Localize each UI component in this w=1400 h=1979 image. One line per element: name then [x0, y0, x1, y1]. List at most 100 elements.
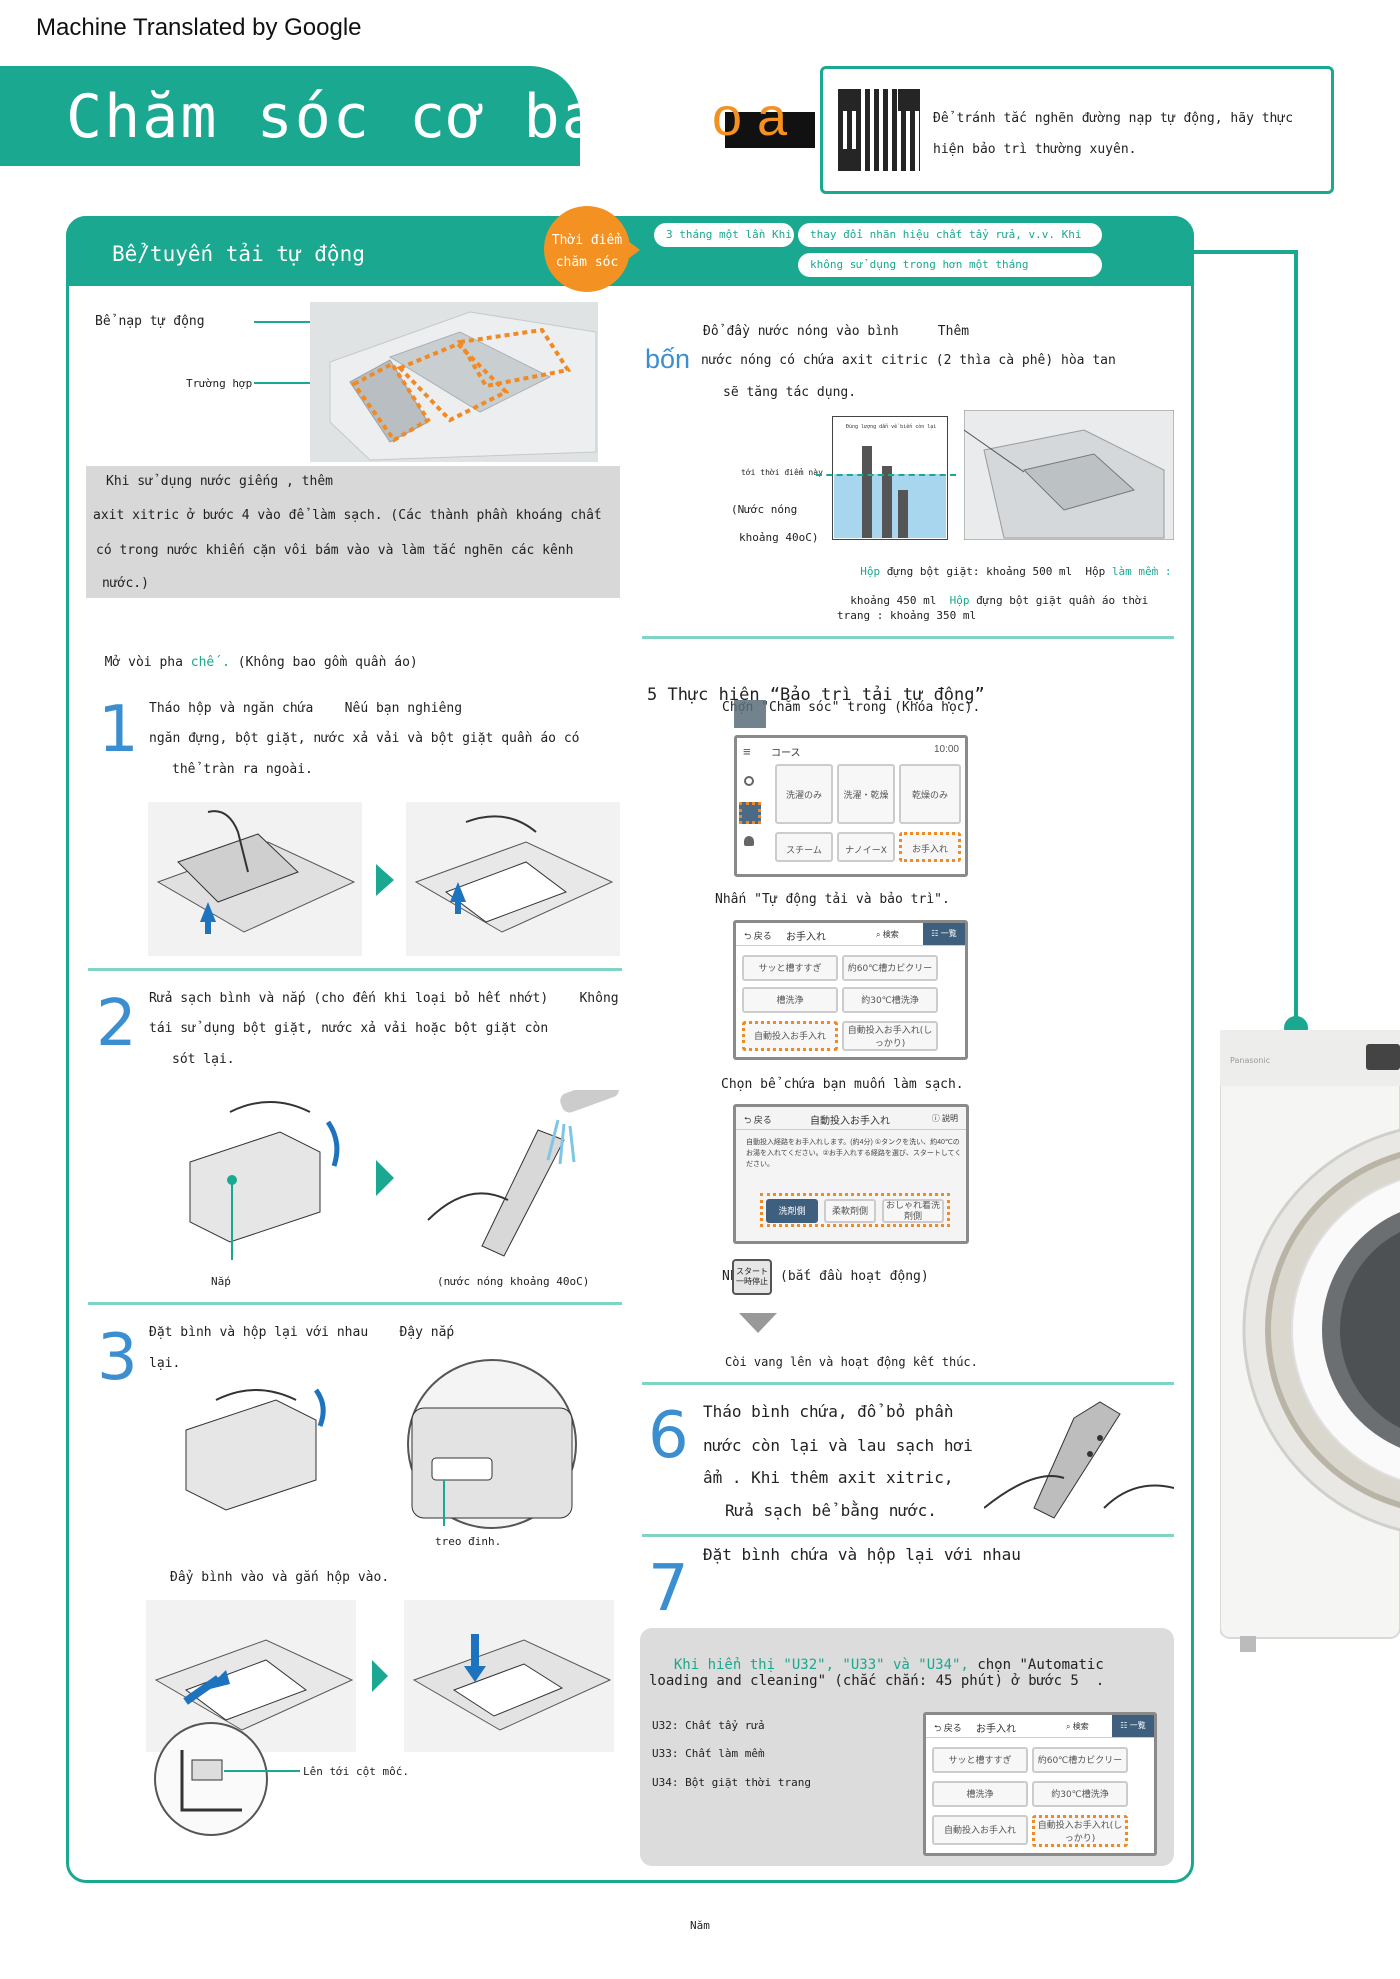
error-code-u33: U33: Chất làm mềm [652, 1747, 765, 1760]
screen4-search[interactable]: ⌕ 検索 [1066, 1722, 1089, 1731]
screen3-btn-softener[interactable]: 柔軟剤側 [824, 1199, 876, 1223]
screen4-back[interactable]: ⮌ 戻る [934, 1723, 962, 1733]
screen1-btn-care[interactable]: お手入れ [899, 832, 961, 862]
step-4-line-1: Đổ đầy nước nóng vào bình Thêm [703, 324, 970, 339]
screen1-btn-wash-dry[interactable]: 洗濯・乾燥 [837, 764, 895, 824]
tank-diagram-caption: Đúng lượng dẫn về biến còn lại [846, 424, 937, 430]
step-4-line-2: nước nóng có chứa axit citric (2 thìa cà… [701, 353, 1116, 368]
divider-step-1 [88, 968, 622, 971]
screen2-btn-mold-60[interactable]: 約60℃槽カビクリーン [842, 955, 938, 981]
screen3-help[interactable]: ⓘ 説明 [931, 1114, 958, 1123]
step-1-illustration-remove-case [148, 802, 362, 956]
screen3-back[interactable]: ⮌ 戻る [744, 1115, 772, 1125]
screen2-list-label: 一覧 [940, 929, 957, 938]
screen3-button-row [760, 1193, 950, 1227]
step-6-number: 6 [648, 1399, 689, 1473]
screen1-time: 10:00 [933, 744, 959, 755]
vol-l1-c: làm mềm : [1111, 565, 1172, 578]
step-2-line-1: Rửa sạch bình và nắp (cho đến khi loại b… [149, 991, 619, 1006]
screen2-btn-auto-care-thorough[interactable]: 自動投入お手入れ(しっかり) [842, 1021, 938, 1051]
screen2-list[interactable]: ☷ 一覧 [923, 923, 965, 945]
dispenser-tray-photo [310, 302, 598, 462]
screen1-btn-nanoe[interactable]: ナノイーX [837, 832, 895, 862]
start-note: (bắt đầu hoạt động) [780, 1269, 929, 1284]
open-tap-suffix: (Không bao gồm quần áo) [237, 655, 418, 671]
screen4-btn-tub-clean[interactable]: 槽洗浄 [932, 1781, 1028, 1807]
hot-water-label: (Nước nóng [731, 503, 798, 516]
step-1-arrow [376, 864, 394, 896]
cap-label: Nắp [211, 1275, 231, 1288]
title-band: Chăm sóc cơ bản [0, 66, 580, 166]
screen4-btn-rinse[interactable]: サッと槽すすぎ [932, 1747, 1028, 1773]
step-6-line-4: Rửa sạch bể bằng nước. [725, 1501, 937, 1520]
vol-l1-b: đựng bột giặt: khoảng 500 ml Hộp [886, 565, 1106, 578]
step-1-illustration-remove-tank [406, 802, 620, 956]
screen1-history-icon[interactable] [744, 776, 754, 786]
error-code-u34: U34: Bột giặt thời trang [652, 1776, 811, 1789]
note-box: Để tránh tắc nghẽn đường nạp tự động, hã… [820, 66, 1334, 194]
step-5-title: 5 Thực hiện “Bảo trì tải tự động” [647, 685, 985, 705]
step-2-line-3: sót lại. [172, 1052, 235, 1067]
milestone-label: Lên tới cột mốc. [303, 1765, 409, 1778]
step-7-number: 7 [648, 1552, 689, 1626]
screen1-btn-steam[interactable]: スチーム [775, 832, 833, 862]
leader-line-case [254, 382, 364, 384]
well-water-line-3: có trong nước khiến cặn vôi bám vào và l… [96, 543, 574, 558]
screen1-btn-wash-only[interactable]: 洗濯のみ [775, 764, 833, 824]
open-tap-green: chế . [190, 655, 230, 671]
well-water-line-4: nước.) [102, 576, 149, 591]
timing-pill-3: không sử dụng trong hơn một tháng [798, 253, 1102, 277]
milestone-detail-circle [152, 1720, 270, 1838]
screen1-care-icon[interactable] [739, 802, 761, 824]
title-overflow-bar [725, 112, 815, 148]
screen4-btn-auto-care-thorough[interactable]: 自動投入お手入れ(しっかり) [1032, 1815, 1128, 1847]
screen3-btn-detergent[interactable]: 洗剤側 [766, 1199, 818, 1223]
step-3-number: 3 [97, 1321, 138, 1395]
screen1-bell-icon[interactable] [744, 836, 754, 846]
divider-step-6 [642, 1534, 1174, 1537]
screen3-btn-fashion[interactable]: おしゃれ着洗剤側 [882, 1199, 944, 1223]
volumes-line-1: Hộp đựng bột giặt: khoảng 500 ml Hộp làm… [847, 552, 1172, 578]
step-3-illustration-close-cap [176, 1380, 356, 1514]
screen1-course-label: コース [771, 748, 801, 759]
fill-line [816, 474, 956, 476]
to-this-point-label: tới thời điểm này [741, 468, 823, 477]
screen2-back[interactable]: ⮌ 戻る [744, 931, 772, 941]
well-water-line-1: Khi sử dụng nước giếng , thêm [106, 474, 333, 489]
screen2-search[interactable]: ⌕ 検索 [876, 930, 899, 939]
press-auto-text: Nhấn "Tự động tải và bảo trì". [715, 892, 950, 907]
tank-fill-diagram [831, 415, 949, 541]
vol-l2-b: Hộp [949, 594, 970, 607]
vol-l1-a: Hộp [860, 565, 881, 578]
title-overflow: o a [712, 87, 788, 147]
screen2-btn-auto-care[interactable]: 自動投入お手入れ [742, 1021, 838, 1051]
step-3-illustration-push-tank [146, 1600, 356, 1752]
screen4-btn-auto-care[interactable]: 自動投入お手入れ [932, 1815, 1028, 1845]
care-icon-badge [734, 700, 766, 728]
care-timing-label: Thời điểm chăm sóc [551, 233, 623, 270]
screen4-btn-mold-60[interactable]: 約60℃槽カビクリーン [1032, 1747, 1128, 1773]
buzzer-text: Còi vang lên và hoạt động kết thúc. [725, 1355, 978, 1369]
screen2-btn-tub-30[interactable]: 約30℃槽洗浄 [842, 987, 938, 1013]
connector-line-h [1194, 250, 1298, 254]
screen4-btn-tub-30[interactable]: 約30℃槽洗浄 [1032, 1781, 1128, 1807]
step-6-illustration-wipe-tank [983, 1398, 1175, 1528]
screen1-btn-dry-only[interactable]: 乾燥のみ [899, 764, 961, 824]
screen1-menu-icon[interactable]: ≡ [743, 744, 751, 759]
screen2-back-label: 戻る [753, 931, 772, 941]
error-box-rest: chọn "Automatic [977, 1657, 1104, 1673]
badge-arrow [628, 241, 640, 259]
control-panel-screen-auto-care: ⮌ 戻る 自動投入お手入れ ⓘ 説明 自動投入経路をお手入れします。(約4分) … [733, 1104, 969, 1244]
qr-code [838, 89, 920, 171]
label-auto-tank: Bể nạp tự động [95, 314, 205, 329]
step-3-illustration-attach-case [404, 1600, 614, 1752]
screen4-list[interactable]: ☷ 一覧 [1112, 1715, 1154, 1737]
dispenser-closeup-photo [963, 409, 1175, 541]
open-tap-prefix: Mở vòi pha [104, 655, 183, 671]
screen2-btn-tub-clean[interactable]: 槽洗浄 [742, 987, 838, 1013]
open-tap-line: Mở vòi pha chế . (Không bao gồm quần áo) [89, 639, 418, 672]
page-title: Chăm sóc cơ bản [66, 82, 580, 152]
error-box-green: Khi hiển thị "U32", "U33" và "U34", [673, 1657, 969, 1673]
screen2-btn-rinse[interactable]: サッと槽すすぎ [742, 955, 838, 981]
connector-line-v [1294, 250, 1298, 1026]
